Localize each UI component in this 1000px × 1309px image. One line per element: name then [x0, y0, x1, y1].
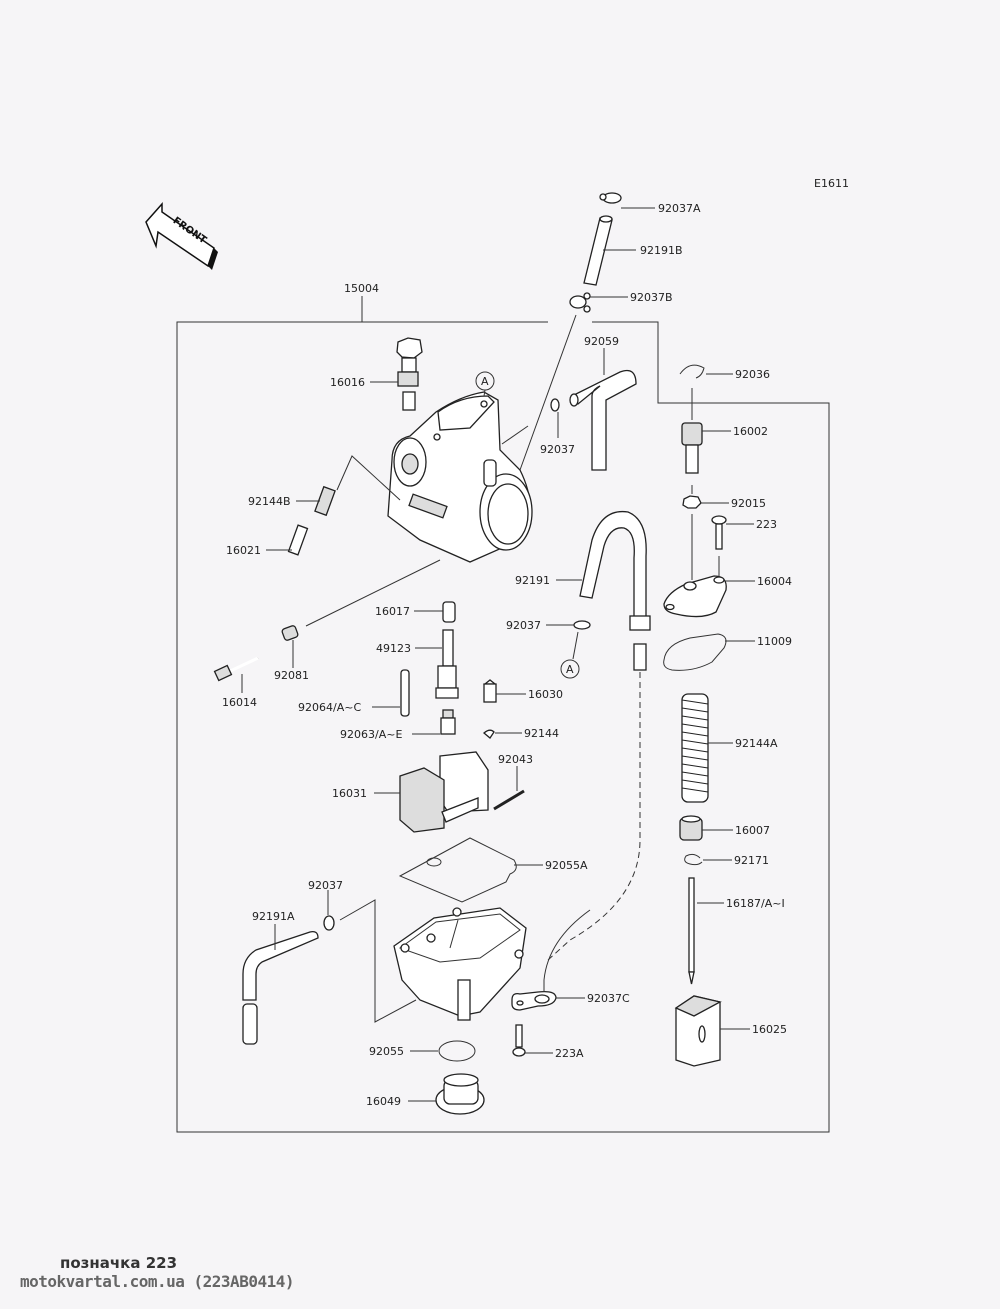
screw-223 — [711, 515, 754, 576]
part-label-92171: 92171 — [734, 854, 769, 867]
gasket-11009 — [663, 633, 755, 671]
part-label-92144B: 92144B — [248, 495, 291, 508]
pilot-jet-92064 — [372, 669, 410, 717]
circlip-92036 — [679, 364, 733, 420]
part-label-16031: 16031 — [332, 787, 367, 800]
part-label-92144: 92144 — [524, 727, 559, 740]
cover-16004 — [663, 575, 755, 618]
spring-92144 — [482, 729, 522, 739]
needle-16187 — [688, 877, 724, 985]
part-label-16021: 16021 — [226, 544, 261, 557]
clamp-92037-low — [323, 890, 417, 1023]
float-bowl — [393, 907, 527, 1021]
part-label-92037-mid: 92037 — [506, 619, 541, 632]
part-label-92037-low: 92037 — [308, 879, 343, 892]
footer-source: motokvartal.com.ua (223AB0414) — [20, 1272, 294, 1291]
part-label-92055A: 92055A — [545, 859, 588, 872]
carburetor-body — [387, 389, 533, 563]
pin-92043 — [493, 766, 525, 811]
gasket-92055A — [398, 837, 543, 903]
spring-92081 — [281, 625, 299, 668]
part-label-16049: 16049 — [366, 1095, 401, 1108]
nut-92015 — [682, 495, 729, 580]
part-label-92059: 92059 — [584, 335, 619, 348]
plug-16049 — [408, 1073, 485, 1115]
part-label-223: 223 — [756, 518, 777, 531]
spring-92144B — [296, 455, 401, 517]
part-label-16014: 16014 — [222, 696, 257, 709]
clamp-92037A — [599, 192, 655, 209]
part-label-16016: 16016 — [330, 376, 365, 389]
spring-92144A — [681, 693, 733, 803]
part-label-16004: 16004 — [757, 575, 792, 588]
part-label-92191: 92191 — [515, 574, 550, 587]
part-label-16017: 16017 — [375, 605, 410, 618]
part-label-15004: 15004 — [344, 282, 379, 295]
callout-a-mid: A — [560, 631, 580, 679]
part-label-92037A: 92037A — [658, 202, 701, 215]
clamp-92037-top — [550, 398, 560, 438]
part-label-92055: 92055 — [369, 1045, 404, 1058]
bracket-92037C — [511, 909, 591, 1011]
part-label-92036: 92036 — [735, 368, 770, 381]
part-label-16187: 16187/A~I — [726, 897, 785, 910]
part-label-92037-top: 92037 — [540, 443, 575, 456]
svg-text:A: A — [481, 375, 489, 388]
part-label-92037B: 92037B — [630, 291, 673, 304]
jet-16017 — [414, 601, 456, 623]
footer-label: позначка 223 — [60, 1254, 178, 1272]
leader-line — [305, 559, 441, 627]
part-label-11009: 11009 — [757, 635, 792, 648]
float-16031 — [374, 751, 489, 833]
part-label-16002: 16002 — [733, 425, 768, 438]
oring-92055 — [410, 1040, 476, 1062]
part-label-92191A: 92191A — [252, 910, 295, 923]
throttle-valve-16025 — [674, 995, 750, 1067]
clamp-92037B — [519, 292, 628, 471]
hose-92191B — [583, 215, 636, 286]
screw-16014 — [213, 656, 259, 693]
diagram-code: E1611 — [814, 177, 849, 190]
assembly-bracket — [176, 296, 830, 1133]
needle-jet-49123 — [415, 629, 459, 699]
part-label-223A: 223A — [555, 1047, 584, 1060]
hose-92191 — [547, 510, 651, 961]
screw-16016 — [370, 337, 423, 411]
main-jet-92063 — [412, 709, 456, 735]
part-label-16007: 16007 — [735, 824, 770, 837]
float-valve-16030 — [483, 679, 526, 703]
part-label-92037C: 92037C — [587, 992, 630, 1005]
callout-a-top: A — [475, 371, 495, 391]
part-label-92081: 92081 — [274, 669, 309, 682]
part-label-49123: 49123 — [376, 642, 411, 655]
part-label-92063: 92063/A~E — [340, 728, 402, 741]
part-label-92043: 92043 — [498, 753, 533, 766]
part-label-16030: 16030 — [528, 688, 563, 701]
hose-92059 — [569, 348, 637, 471]
screw-223A — [512, 1024, 553, 1057]
clamp-92037-mid — [546, 620, 591, 630]
clip-92171 — [684, 853, 732, 866]
part-label-92015: 92015 — [731, 497, 766, 510]
part-label-92064: 92064/A~C — [298, 701, 361, 714]
screw-16021 — [266, 524, 309, 556]
seat-16007 — [679, 815, 733, 841]
part-label-92191B: 92191B — [640, 244, 683, 257]
hose-92191A — [242, 924, 319, 1045]
front-arrow-icon: FRONT — [145, 202, 218, 270]
adjuster-16002 — [681, 422, 731, 494]
part-label-92144A: 92144A — [735, 737, 778, 750]
part-label-16025: 16025 — [752, 1023, 787, 1036]
svg-text:A: A — [566, 663, 574, 676]
